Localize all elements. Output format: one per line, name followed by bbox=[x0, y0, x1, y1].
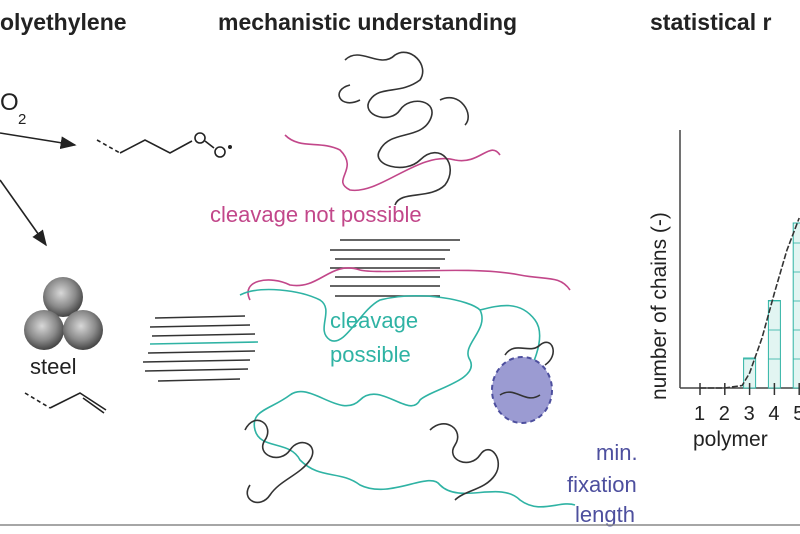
fit-curve bbox=[700, 217, 800, 389]
x-tick-label-1: 1 bbox=[694, 403, 705, 425]
polymer-coil-bottom-left bbox=[244, 419, 314, 504]
bar-5 bbox=[792, 222, 800, 389]
x-tick-label-2: 2 bbox=[719, 403, 730, 425]
x-axis-label: polymer bbox=[693, 428, 768, 451]
header-polyethylene: olyethylene bbox=[0, 9, 127, 35]
arrow-to-steel bbox=[0, 179, 47, 247]
steel-label: steel bbox=[30, 354, 76, 379]
peroxy-radical-structure bbox=[96, 132, 233, 158]
cleavage-possible-label-2: possible bbox=[330, 342, 411, 367]
crystalline-lamella-left bbox=[142, 315, 259, 382]
x-tick-label-3: 3 bbox=[744, 403, 755, 425]
x-tick-label-4: 4 bbox=[768, 403, 779, 425]
polymer-coil-top bbox=[338, 51, 469, 206]
polymer-coil-bottom-right bbox=[429, 423, 500, 501]
arrow-to-peroxy bbox=[0, 132, 77, 150]
cleavage-possible-label-1: cleavage bbox=[330, 308, 418, 333]
alkene-structure bbox=[24, 392, 107, 414]
steel-balls-icon bbox=[24, 277, 103, 350]
oxygen-label: O bbox=[0, 89, 19, 116]
bar-4 bbox=[767, 300, 781, 389]
fixation-label-2: fixation bbox=[567, 472, 637, 497]
fixation-label-3: length bbox=[575, 502, 635, 527]
x-tick-label-5: 5 bbox=[793, 403, 800, 425]
polymer-coil-right bbox=[499, 341, 554, 399]
fixation-label-1: min. bbox=[596, 440, 638, 465]
oxygen-subscript: 2 bbox=[18, 111, 26, 128]
fixation-length-ellipse bbox=[491, 356, 553, 424]
header-mechanistic-understanding: mechanistic understanding bbox=[218, 9, 517, 35]
y-axis-label: number of chains (-) bbox=[648, 212, 671, 400]
polymer-chain-not-cleavable bbox=[247, 134, 571, 301]
header-statistical: statistical r bbox=[650, 9, 771, 35]
cleavage-not-possible-label: cleavage not possible bbox=[210, 202, 422, 227]
